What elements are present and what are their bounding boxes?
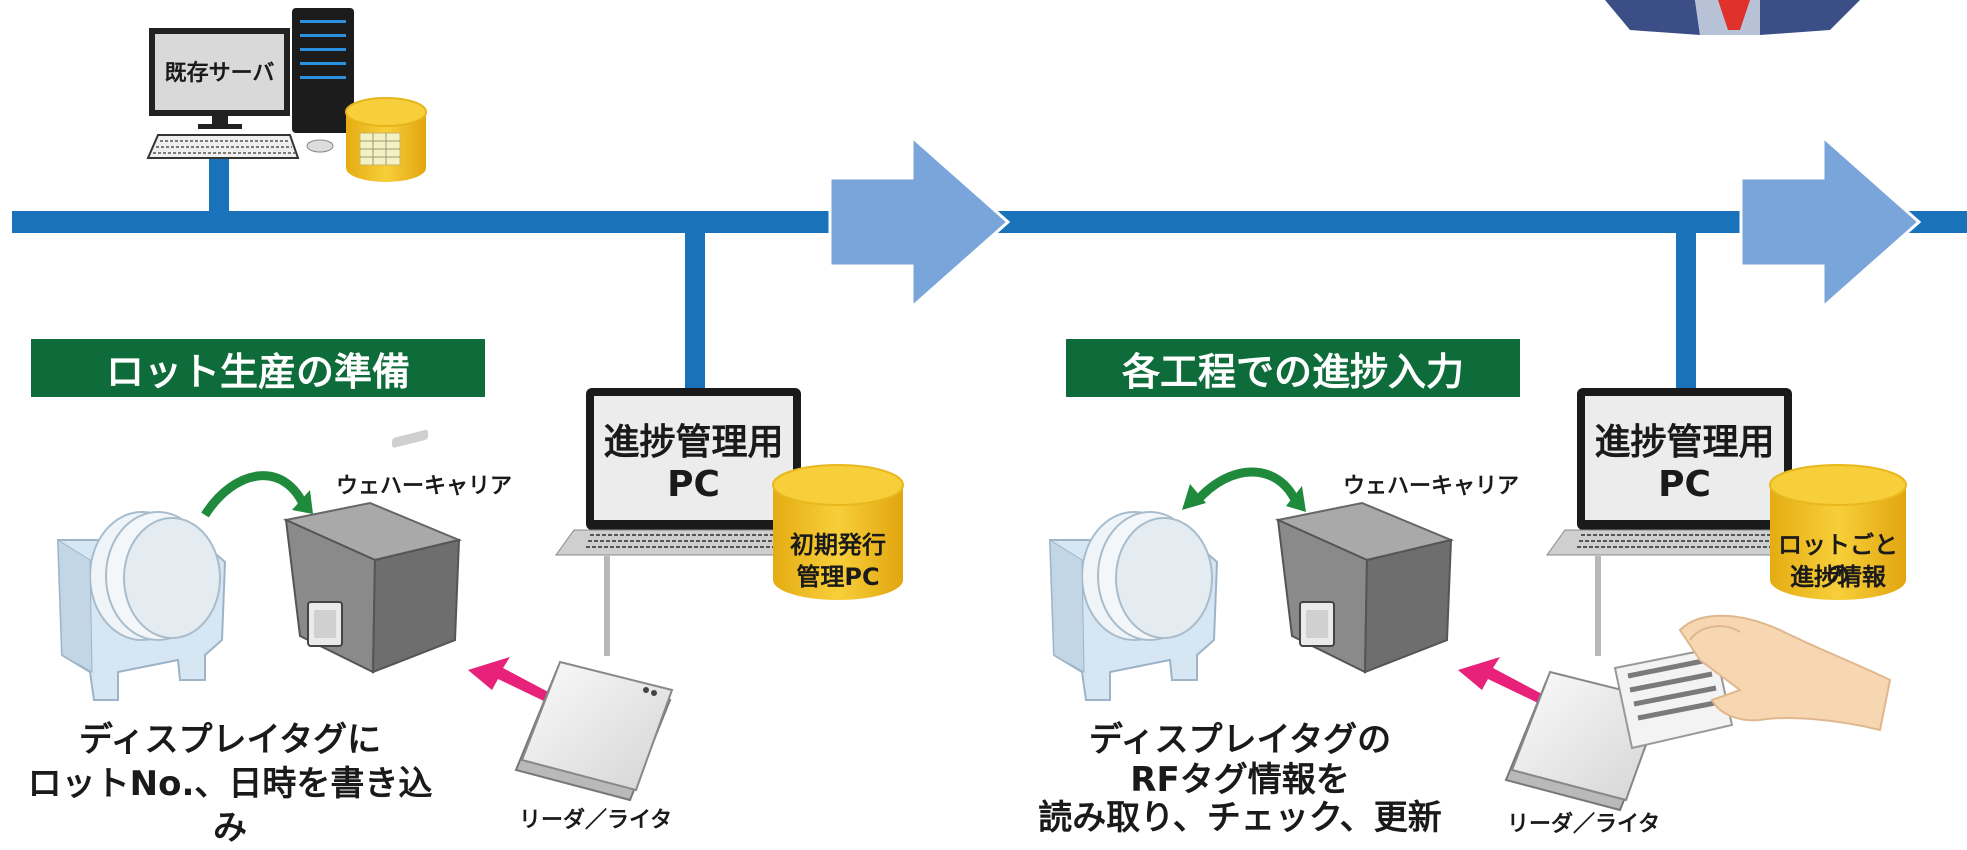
stage1-caption-line2: ロットNo.、日時を書き込み xyxy=(27,764,433,848)
green-curve-arrow-2a xyxy=(1182,484,1206,510)
pink-arrow-1 xyxy=(468,657,552,703)
wafer-carrier-box-1 xyxy=(282,429,463,674)
green-curve-arrow-2b xyxy=(1286,486,1306,512)
stage2-pc-screen-line1: 進捗管理用 xyxy=(1594,422,1775,463)
stage2-header: 各工程での進捗入力 xyxy=(1066,339,1520,397)
stage2-caption-line3: 読み取り、チェック、更新 xyxy=(1038,798,1442,838)
stage1-db-line2: 管理PC xyxy=(796,563,880,591)
stage2-caption-line2: RFタグ情報を xyxy=(1130,760,1350,800)
server-label: 既存サーバ xyxy=(164,61,275,86)
display-tag-card xyxy=(1613,646,1734,750)
wafer-holder-1 xyxy=(56,511,227,701)
stage2-caption-line1: ディスプレイタグの xyxy=(1088,720,1392,760)
stage1-carrier-label: ウェハーキャリア xyxy=(336,474,513,499)
pink-arrow-2 xyxy=(1458,657,1542,703)
stage2-db-line1: ロットごとの xyxy=(1778,531,1898,589)
reader-writer-1 xyxy=(514,660,674,802)
stage1-header: ロット生産の準備 xyxy=(31,339,485,397)
stage2-reader-label: リーダ／ライタ xyxy=(1507,812,1661,837)
stage1-db-line1: 初期発行 xyxy=(790,531,886,559)
flow-arrow-2 xyxy=(1739,133,1922,311)
db-cylinder-1 xyxy=(772,464,904,600)
stage1-reader-label: リーダ／ライタ xyxy=(519,808,673,833)
stage1-caption-line1: ディスプレイタグに xyxy=(78,720,382,760)
server-database-icon xyxy=(345,97,427,182)
laptop-2 xyxy=(1546,388,1822,656)
wafer-holder-2 xyxy=(1048,511,1219,701)
green-curve-arrow-1 xyxy=(292,490,313,514)
server-illustration xyxy=(146,8,354,159)
stage1-pc-screen-line1: 進捗管理用 xyxy=(603,422,784,463)
hand-illustration xyxy=(1678,614,1892,732)
person-illustration xyxy=(1605,0,1860,35)
flow-arrow-1 xyxy=(828,133,1011,311)
stage2-carrier-label: ウェハーキャリア xyxy=(1343,474,1520,499)
laptop-1 xyxy=(555,388,831,656)
db-cylinder-2 xyxy=(1769,464,1907,600)
stage1-pc-screen-line2: PC xyxy=(667,464,720,505)
stage2-db-line2: 進捗情報 xyxy=(1790,563,1886,591)
wafer-carrier-box-2 xyxy=(1274,501,1455,674)
stage2-pc-screen-line2: PC xyxy=(1658,464,1711,505)
